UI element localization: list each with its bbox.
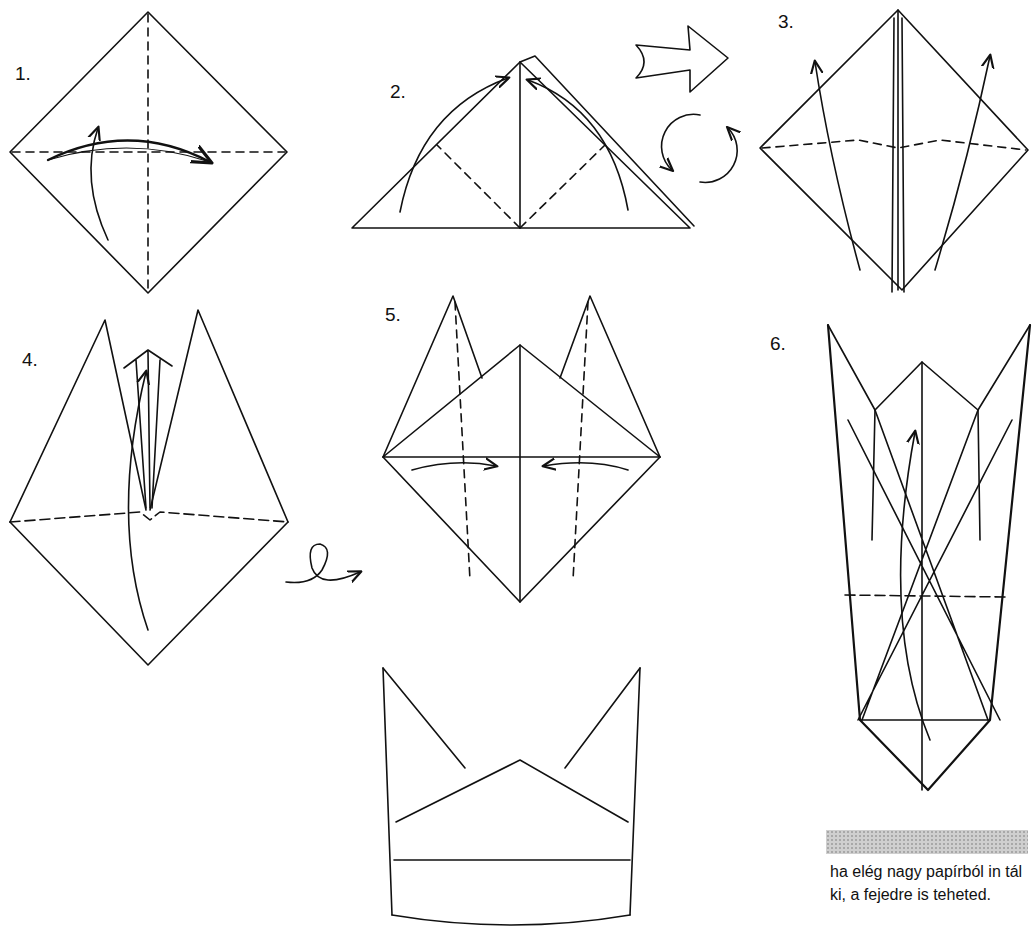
step-number: 4. — [22, 350, 38, 369]
note-text: ha elég nagy papírból in tál ki, a fejed… — [826, 854, 1028, 908]
step-number: 2. — [390, 82, 406, 101]
rotate-symbol — [662, 114, 738, 182]
step-number: 5. — [385, 305, 401, 324]
step-number: 1. — [15, 64, 31, 83]
shaded-band — [826, 830, 1028, 854]
note-box: ha elég nagy papírból in tál ki, a fejed… — [826, 830, 1028, 908]
step-1-figure — [10, 12, 287, 293]
next-arrow — [636, 26, 728, 92]
finished-hat — [383, 668, 640, 925]
step-number: 3. — [778, 12, 794, 31]
step-2-figure — [352, 56, 694, 228]
step-5-figure — [383, 296, 660, 602]
step-number: 6. — [770, 334, 786, 353]
step-6-figure — [828, 325, 1030, 790]
step-4-figure — [10, 310, 288, 665]
turn-over-symbol — [286, 544, 360, 583]
step-3-figure — [760, 10, 1028, 292]
